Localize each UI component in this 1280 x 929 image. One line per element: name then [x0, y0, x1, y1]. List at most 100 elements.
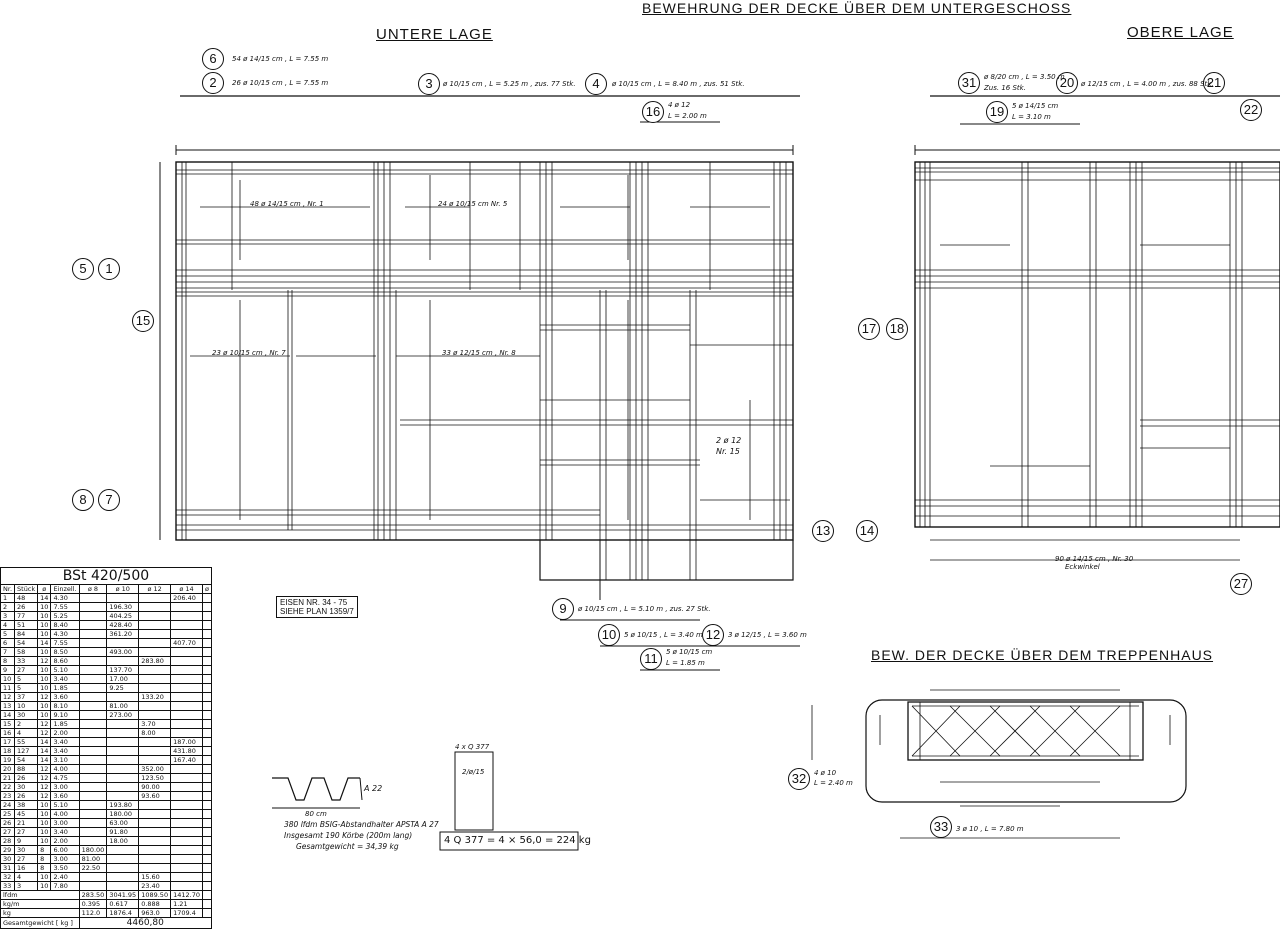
table-cell [201, 728, 212, 738]
table-cell [78, 701, 108, 711]
table-cell: 29 [0, 845, 16, 855]
table-cell: 19 [0, 755, 16, 765]
spacer-height: A 22 [364, 784, 383, 793]
table-cell: 48 [14, 593, 39, 603]
table-cell [106, 638, 140, 648]
table-cell: 27 [14, 854, 39, 864]
position-1: 1 [98, 258, 120, 280]
table-cell: 18.00 [106, 836, 140, 846]
table-cell: 33 [14, 656, 39, 666]
table-cell: 54 [14, 638, 39, 648]
bar-label-1: 48 ø 14/15 cm , Nr. 1 [250, 200, 324, 208]
position-14: 14 [856, 520, 878, 542]
eisen-line-1: EISEN NR. 34 - 75 [280, 598, 348, 607]
table-cell: 31 [0, 863, 16, 873]
position-2: 2 [202, 72, 224, 94]
table-cell [78, 719, 108, 729]
table-cell: 7.55 [50, 638, 80, 648]
table-cell [201, 629, 212, 639]
table-cell [138, 629, 172, 639]
table-cell [170, 791, 203, 801]
table-cell [138, 602, 172, 612]
table-cell: 3.40 [50, 674, 80, 684]
table-cell: 431.80 [170, 746, 203, 756]
note-position-11-b: L = 1.85 m [666, 659, 705, 667]
table-cell: 10 [37, 674, 52, 684]
table-cell: 30 [0, 854, 16, 864]
table-cell: 93.60 [138, 791, 172, 801]
table-cell [78, 692, 108, 702]
table-cell: 16 [0, 728, 16, 738]
table-cell [170, 836, 203, 846]
table-cell: 2.00 [50, 728, 80, 738]
table-cell: 10 [37, 665, 52, 675]
table-cell: 133.20 [138, 692, 172, 702]
note-position-9: ø 10/15 cm , L = 5.10 m , zus. 27 Stk. [578, 605, 711, 613]
table-cell [170, 656, 203, 666]
col-nr: Nr. [0, 584, 16, 594]
table-cell [170, 602, 203, 612]
table-cell: 404.25 [106, 611, 140, 621]
table-cell: 45 [14, 809, 39, 819]
table-cell: 63.00 [106, 818, 140, 828]
table-cell [78, 683, 108, 693]
lfdm-label: lfdm [0, 890, 80, 900]
table-cell: 8.40 [50, 620, 80, 630]
lfdm-d14: 1412.70 [170, 890, 203, 900]
table-cell: 8.60 [50, 656, 80, 666]
table-cell [78, 638, 108, 648]
table-cell [78, 800, 108, 810]
table-cell: 4 [14, 728, 39, 738]
table-cell [201, 710, 212, 720]
table-cell [201, 593, 212, 603]
table-cell [170, 845, 203, 855]
kgm-row: kg/m 0.395 0.617 0.888 1.21 [0, 899, 212, 909]
table-cell: 10 [37, 647, 52, 657]
table-cell [78, 872, 108, 882]
table-cell: 3.40 [50, 746, 80, 756]
table-cell [170, 647, 203, 657]
table-cell: 167.40 [170, 755, 203, 765]
table-cell: 8 [37, 854, 52, 864]
table-cell: 27 [0, 827, 16, 837]
table-heading: BSt 420/500 [0, 567, 212, 585]
table-cell [78, 602, 108, 612]
table-cell [201, 773, 212, 783]
table-cell [78, 818, 108, 828]
table-cell [106, 782, 140, 792]
table-cell: 30 [14, 845, 39, 855]
table-cell [78, 881, 108, 891]
table-cell: 123.50 [138, 773, 172, 783]
stair-title: BEW. DER DECKE ÜBER DEM TREPPENHAUS [871, 647, 1214, 663]
table-cell: 7.80 [50, 881, 80, 891]
table-cell: 180.00 [78, 845, 108, 855]
kg-d8: 112.0 [78, 908, 108, 918]
table-cell [201, 854, 212, 864]
table-cell [170, 872, 203, 882]
note-position-32-a: 4 ø 10 [814, 769, 837, 777]
total-row: Gesamtgewicht [ kg ] 4460,80 [0, 917, 212, 929]
table-cell: 2.00 [50, 836, 80, 846]
table-cell: 12 [37, 656, 52, 666]
bar-label-5: 24 ø 10/15 cm Nr. 5 [438, 200, 508, 208]
table-cell [170, 719, 203, 729]
table-cell [78, 782, 108, 792]
table-cell [78, 728, 108, 738]
table-cell: 12 [37, 773, 52, 783]
table-cell: 10 [37, 809, 52, 819]
table-cell: 407.70 [170, 638, 203, 648]
table-cell [138, 845, 172, 855]
table-cell: 3.60 [50, 791, 80, 801]
position-7: 7 [98, 489, 120, 511]
table-cell [170, 629, 203, 639]
